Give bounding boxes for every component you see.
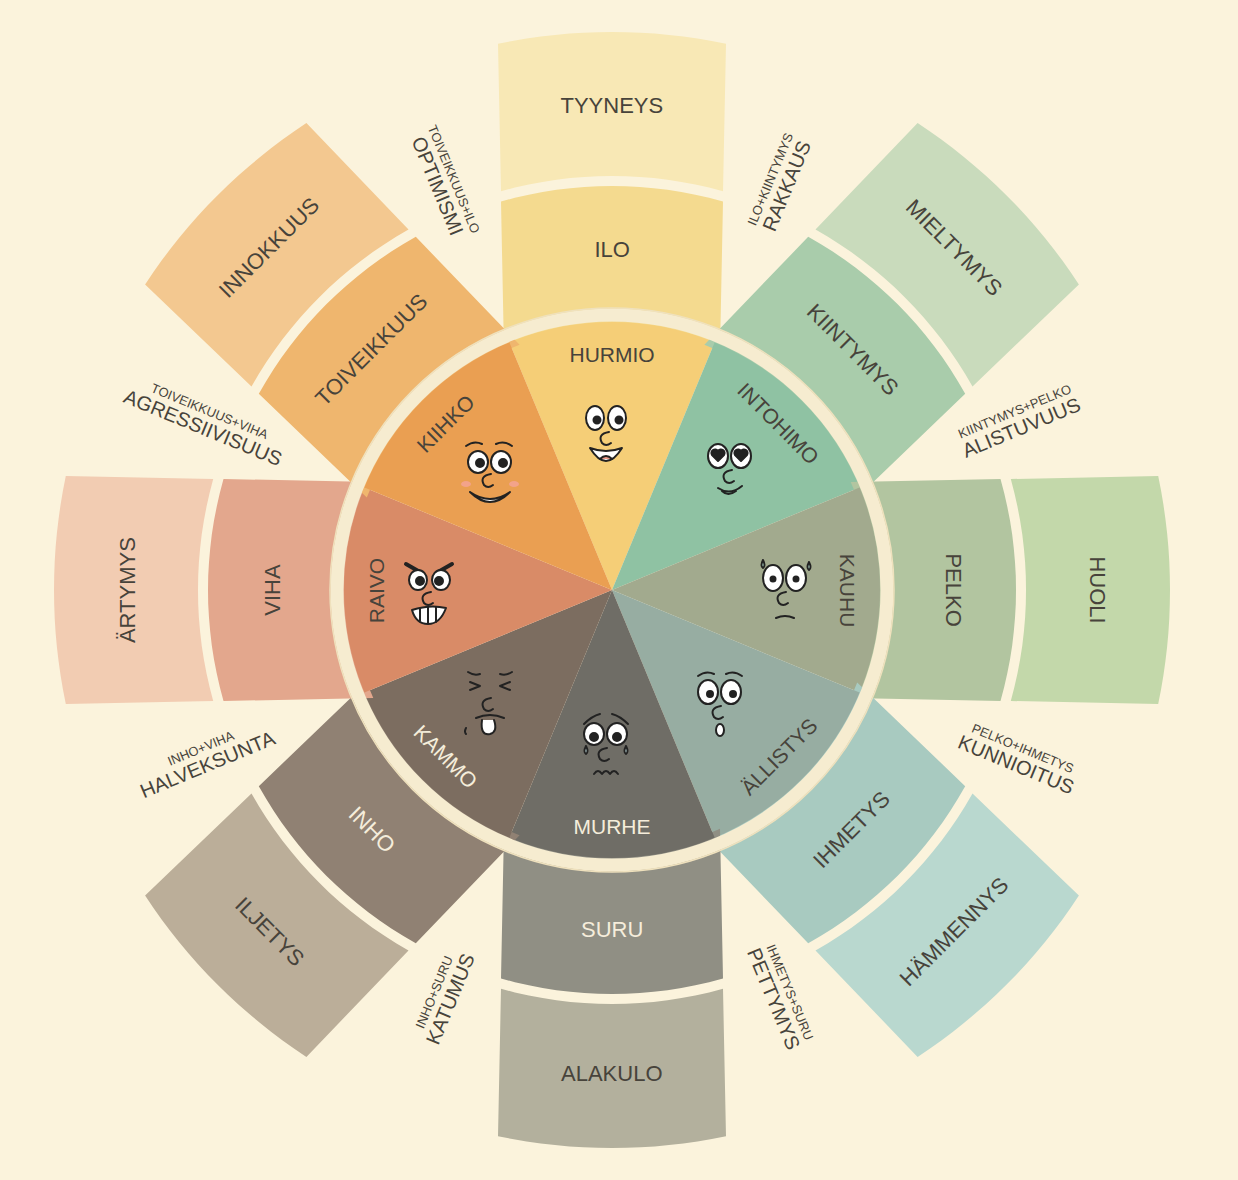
combination-label: KIINTYMYS+PELKOALISTUVUUS bbox=[954, 381, 1083, 461]
outer-petal-fill bbox=[498, 32, 726, 191]
emotion-name: ILO bbox=[595, 238, 630, 262]
excited-face bbox=[461, 442, 519, 502]
emotion-name: ÄRTYMYS bbox=[116, 537, 140, 643]
emotion-name: TYYNEYS bbox=[561, 94, 664, 118]
sad-face bbox=[584, 714, 628, 774]
emotion-name: PELKO bbox=[940, 553, 964, 626]
emotion-name: HURMIO bbox=[570, 343, 655, 366]
love-face bbox=[708, 444, 751, 494]
surprised-face bbox=[698, 672, 742, 736]
combination-label: TOIVEIKKUUS+ILOOPTIMISMI bbox=[405, 123, 481, 243]
disgusted-face bbox=[465, 672, 512, 734]
outer-petal: ALAKULO bbox=[498, 988, 726, 1148]
outer-petal: HUOLI bbox=[1010, 476, 1170, 704]
outer-petal: TYYNEYS bbox=[498, 32, 726, 192]
emotion-name: VIHA bbox=[260, 564, 284, 615]
outer-petal-fill bbox=[498, 989, 726, 1148]
wheel-ring bbox=[337, 315, 887, 865]
emotion-name: RAIVO bbox=[365, 557, 388, 622]
outer-petal-fill bbox=[1011, 476, 1170, 704]
core-wedge-fill bbox=[364, 342, 612, 590]
angry-face bbox=[406, 564, 452, 624]
emotion-name: MURHE bbox=[574, 815, 651, 838]
combination-label: PELKO+IHMETYSKUNNIOITUS bbox=[955, 719, 1082, 798]
combination-label: IHMETYS+SURUPETTYMYS bbox=[744, 940, 817, 1053]
emotion-name: HUOLI bbox=[1084, 556, 1108, 623]
combination-label: INHO+SURUKATUMUS bbox=[409, 945, 478, 1047]
outer-petal: ÄRTYMYS bbox=[54, 476, 214, 705]
happy-face bbox=[586, 406, 626, 461]
combination-label: ILO+KIINTYMYSRAKKAUS bbox=[745, 131, 815, 235]
emotion-name: SURU bbox=[581, 918, 643, 942]
emotion-name: KAUHU bbox=[836, 553, 859, 627]
outer-petal-fill bbox=[54, 476, 213, 704]
scared-face bbox=[762, 560, 811, 618]
combination-label: INHO+VIHAHALVEKSUNTA bbox=[132, 715, 278, 802]
wheel-ring-edge bbox=[330, 308, 894, 872]
outer-petal-fill bbox=[145, 794, 408, 1057]
emotion-name: ALAKULO bbox=[561, 1062, 663, 1086]
